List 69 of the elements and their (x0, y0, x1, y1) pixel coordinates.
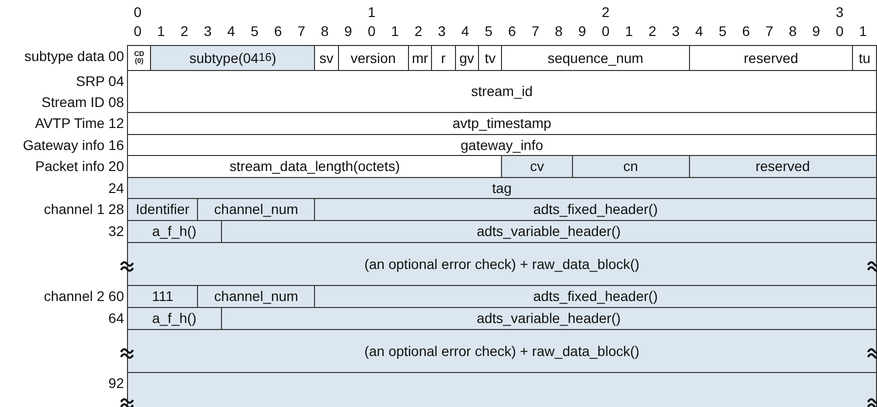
packet-field: a_f_h() (127, 220, 222, 243)
bit-number: 0 (134, 4, 142, 20)
empty-field (127, 372, 877, 407)
bit-number: 2 (180, 23, 188, 39)
bit-number: 5 (250, 23, 258, 39)
packet-field: adts_fixed_header() (314, 285, 877, 308)
bit-number: 6 (274, 23, 282, 39)
packet-field: cv (501, 155, 573, 178)
packet-field: channel_num (197, 285, 316, 308)
packet-field: (an optional error check) + raw_data_block() (127, 242, 877, 286)
row-offset-label: 92 (108, 375, 124, 391)
row-offset-label: channel 1 28 (44, 201, 124, 217)
packet-field: Identifier (127, 198, 198, 221)
bit-number: 1 (368, 4, 376, 20)
bit-number: 7 (298, 23, 306, 39)
bit-number: 4 (461, 23, 470, 39)
bit-number: 1 (625, 23, 633, 39)
row-offset-label: AVTP Time 12 (35, 115, 124, 131)
bit-number: 3 (672, 23, 680, 39)
packet-field: a_f_h() (127, 307, 222, 330)
row-offset-label: 24 (108, 180, 124, 196)
packet-field: cn (572, 155, 690, 178)
bit-number: 9 (812, 23, 820, 39)
bit-number: 3 (204, 23, 212, 39)
row-offset-label: channel 2 60 (44, 288, 124, 304)
packet-field: stream_id (127, 70, 877, 113)
bit-number: 8 (320, 23, 329, 39)
row-offset-label: 64 (108, 310, 124, 326)
row-offset-label: Gateway info 16 (22, 137, 124, 153)
bit-number: 1 (859, 23, 867, 39)
row-offset-label: subtype data 00 (24, 48, 124, 64)
packet-field: (an optional error check) + raw_data_block() (127, 329, 877, 373)
packet-field: tu (852, 45, 877, 71)
bit-number: 2 (414, 23, 422, 39)
packet-field: reserved (688, 155, 877, 178)
bit-number: 2 (602, 4, 610, 20)
bit-number: 8 (554, 23, 563, 39)
bit-number: 5 (718, 23, 726, 39)
bit-number: 4 (227, 23, 236, 39)
row-offset-label: Stream ID 08 (42, 94, 124, 110)
bit-number: 7 (532, 23, 540, 39)
bit-number: 0 (836, 23, 844, 39)
bit-number: 1 (157, 23, 165, 39)
packet-field: avtp_timestamp (127, 112, 877, 135)
bit-number: 6 (742, 23, 750, 39)
bit-number: 5 (484, 23, 492, 39)
bit-number: 0 (602, 23, 610, 39)
row-offset-label: 32 (108, 223, 124, 239)
bit-number: 0 (368, 23, 376, 39)
bit-number: 8 (788, 23, 797, 39)
bit-number: 0 (134, 23, 142, 39)
row-offset-label: Packet info 20 (35, 158, 124, 174)
bit-number: 3 (836, 4, 844, 20)
bit-number: 2 (648, 23, 656, 39)
packet-field: tag (127, 177, 877, 199)
bit-number: 9 (578, 23, 586, 39)
packet-field: gateway_info (127, 134, 877, 156)
bit-number: 6 (508, 23, 516, 39)
packet-field: adts_variable_header() (220, 220, 877, 243)
bit-number: 3 (438, 23, 446, 39)
packet-field: channel_num (197, 198, 316, 221)
bit-number: 9 (344, 23, 352, 39)
bit-number: 4 (695, 23, 704, 39)
bit-number: 1 (391, 23, 399, 39)
row-offset-label: SRP 04 (76, 73, 124, 89)
bit-number: 7 (766, 23, 774, 39)
packet-field: adts_variable_header() (220, 307, 877, 330)
packet-field: adts_fixed_header() (314, 198, 877, 221)
packet-field: 111 (127, 285, 198, 308)
